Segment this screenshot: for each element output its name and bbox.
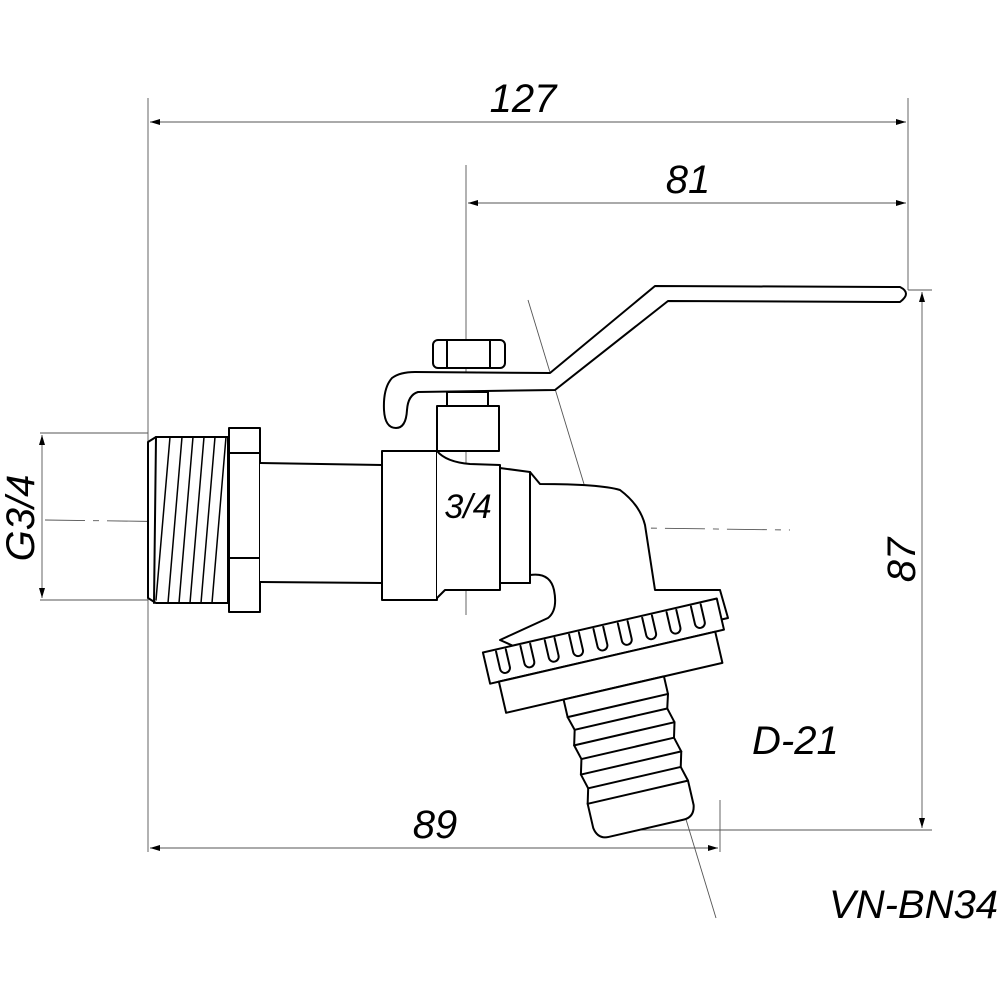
pipe <box>259 462 383 584</box>
model-label: VN-BN34 <box>829 883 998 927</box>
dimension-81-label: 81 <box>666 158 711 202</box>
lever-handle <box>382 285 907 429</box>
thread-label: G3/4 <box>0 475 43 562</box>
dimension-127-label: 127 <box>490 77 558 121</box>
connection-size-label: 3/4 <box>444 488 491 526</box>
dimension-89: 89 <box>150 803 718 851</box>
dimension-127: 127 <box>150 77 906 125</box>
dimension-87: 87 <box>880 292 925 828</box>
dimension-81: 81 <box>468 158 906 206</box>
dimension-g3-4: G3/4 <box>0 435 46 598</box>
hex-nut <box>228 427 261 613</box>
nut-teeth <box>495 603 706 674</box>
threaded-inlet <box>147 436 229 604</box>
stem <box>432 339 506 452</box>
hose-diameter-label: D-21 <box>752 719 839 763</box>
hose-connector <box>481 597 725 839</box>
dimension-87-label: 87 <box>880 536 924 582</box>
dimension-89-label: 89 <box>413 803 458 847</box>
